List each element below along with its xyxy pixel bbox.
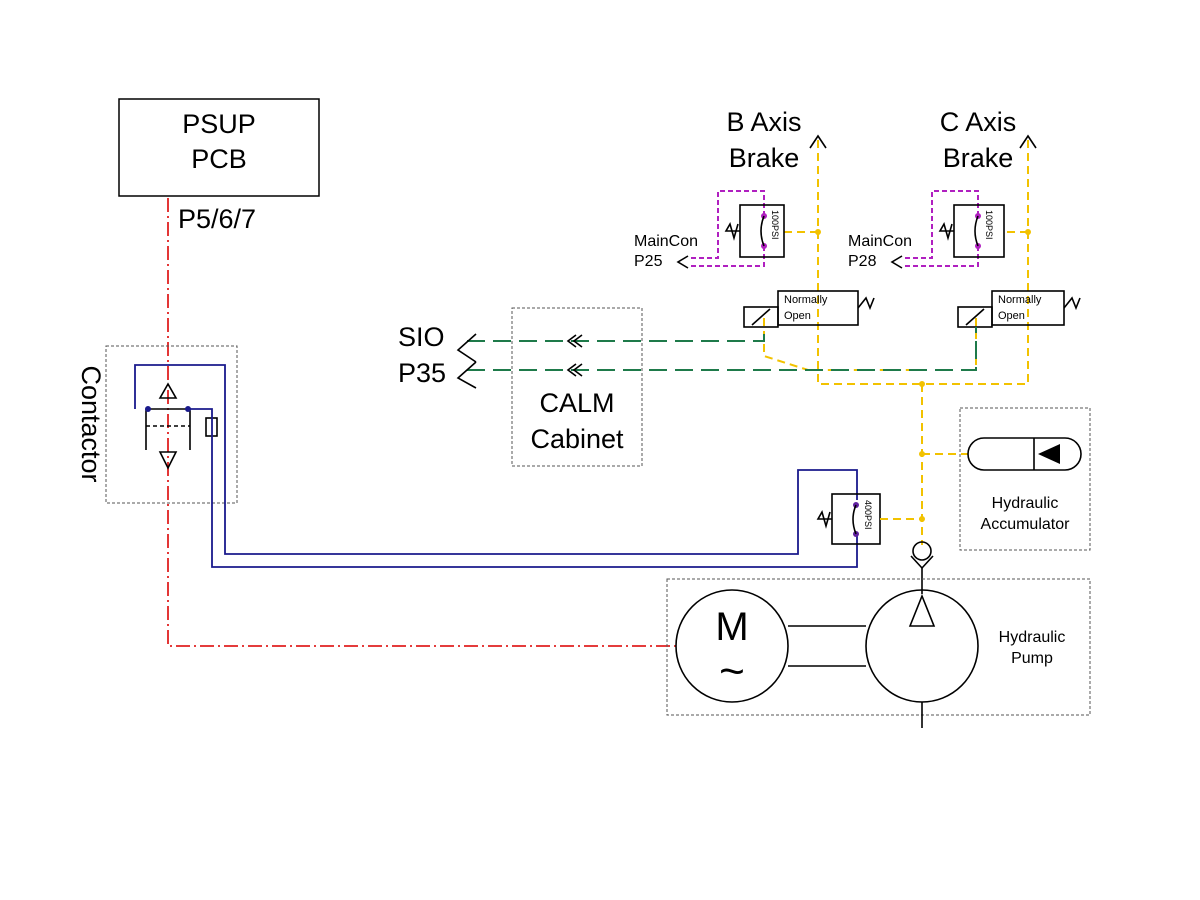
accumulator-arrow-icon	[1038, 444, 1060, 464]
p567-label: P5/6/7	[178, 204, 256, 234]
acc-label-1: Hydraulic	[992, 495, 1059, 512]
psup-label: PSUP	[182, 109, 256, 139]
b-axis-label: B Axis	[726, 107, 801, 137]
motor-pump-coupling	[788, 625, 866, 667]
maincon-c-label: MainCon	[848, 233, 912, 250]
valve-c-normally-open: Normally Open	[957, 290, 1081, 328]
contactor-label: Contactor	[76, 365, 106, 482]
contactor-box	[105, 345, 238, 504]
pressure-switch-400: 400PSI	[816, 493, 881, 545]
cabinet-label: Cabinet	[530, 424, 624, 454]
pump-label-2: Pump	[1011, 650, 1053, 667]
no-c-label-1: Normally	[998, 294, 1042, 306]
p25-label: P25	[634, 253, 663, 270]
power-line	[167, 198, 680, 647]
control-wire-b	[190, 408, 858, 568]
pump-arrow-icon	[908, 593, 936, 627]
c-axis-label: C Axis	[940, 107, 1017, 137]
hydraulic-lines	[763, 134, 1037, 545]
c-brake-label: Brake	[943, 143, 1014, 173]
p28-label: P28	[848, 253, 877, 270]
psup-pcb-box	[118, 98, 320, 197]
valve-b-normally-open: Normally Open	[743, 290, 875, 328]
no-b-label-2: Open	[784, 310, 811, 322]
pcb-label: PCB	[191, 144, 247, 174]
motor-ac-label: ~	[719, 647, 745, 696]
check-valve	[910, 541, 934, 594]
pressure-switch-c: 100PSI	[890, 190, 1005, 269]
accumulator-box	[959, 407, 1091, 551]
psi-b-label: 100PSI	[770, 210, 780, 240]
no-c-label-2: Open	[998, 310, 1025, 322]
signal-lines	[456, 327, 977, 389]
pump-box	[666, 578, 1091, 716]
pressure-switch-b: 100PSI	[676, 190, 785, 269]
control-wire-a	[134, 364, 858, 555]
motor-label: M	[715, 605, 748, 649]
psi-c-label: 100PSI	[984, 210, 994, 240]
maincon-b-label: MainCon	[634, 233, 698, 250]
calm-cabinet-box	[511, 307, 643, 467]
p35-label: P35	[398, 358, 446, 388]
acc-label-2: Accumulator	[981, 516, 1071, 533]
no-b-label-1: Normally	[784, 294, 828, 306]
pump-symbol	[865, 589, 979, 703]
accumulator-symbol	[967, 437, 1082, 471]
b-brake-label: Brake	[729, 143, 800, 173]
pump-label-1: Hydraulic	[999, 629, 1066, 646]
motor-symbol	[675, 589, 789, 703]
contactor-symbol	[145, 382, 218, 470]
sio-label: SIO	[398, 322, 445, 352]
calm-label: CALM	[539, 388, 614, 418]
psi400-label: 400PSI	[863, 500, 873, 530]
